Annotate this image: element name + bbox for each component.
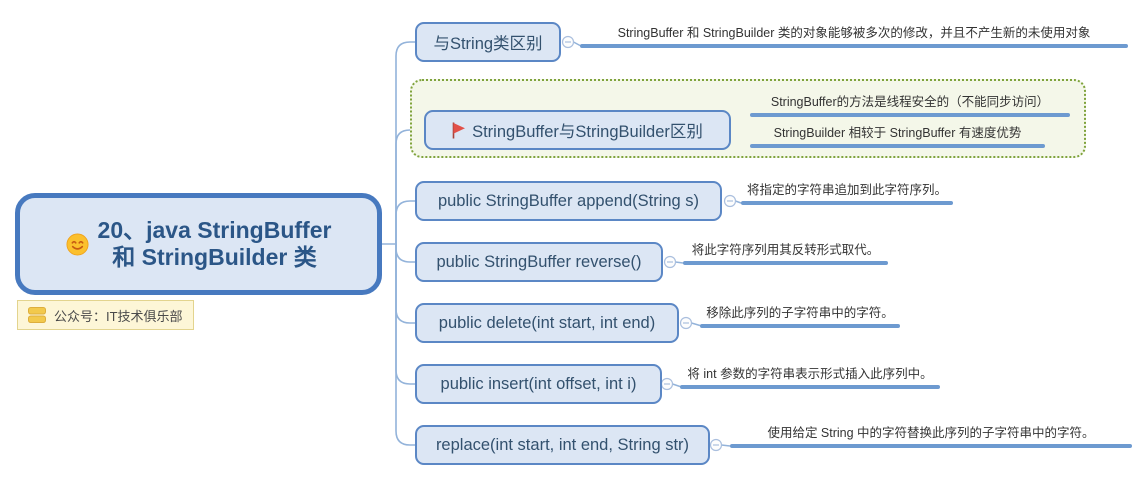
leaf-text: StringBuffer 和 StringBuilder 类的对象能够被多次的修… <box>617 26 1091 40</box>
leaf-node-reverse-desc[interactable]: 将此字符序列用其反转形式取代。 <box>683 241 888 265</box>
leaf-underline <box>741 201 953 205</box>
branch-node-reverse[interactable]: public StringBuffer reverse() <box>415 242 663 282</box>
leaf-text: 将 int 参数的字符串表示形式插入此序列中。 <box>687 367 933 381</box>
leaf-text: 将指定的字符串追加到此字符序列。 <box>746 183 947 197</box>
branch-label: replace(int start, int end, String str) <box>435 435 690 454</box>
branch-node-insert[interactable]: public insert(int offset, int i) <box>415 364 662 404</box>
leaf-node-speed[interactable]: StringBuilder 相较于 StringBuffer 有速度优势 <box>750 124 1045 148</box>
branch-label: 与String类区别 <box>433 35 543 53</box>
note-label-text: 公众号：IT技术俱乐部 <box>54 308 183 324</box>
tree-connectors <box>381 41 425 446</box>
leaf-node-insert-desc[interactable]: 将 int 参数的字符串表示形式插入此序列中。 <box>680 365 940 389</box>
main-topic-title-line1: 20、java StringBuffer <box>97 217 332 243</box>
collapse-button[interactable] <box>561 35 575 49</box>
leaf-text: 移除此序列的子字符串中的字符。 <box>706 306 894 320</box>
leaf-underline <box>683 261 888 265</box>
main-topic-title: 20、java StringBuffer 和 StringBuilder 类 <box>98 217 332 271</box>
collapse-button[interactable] <box>679 316 693 330</box>
note-label[interactable]: 公众号：IT技术俱乐部 <box>17 300 194 330</box>
collapse-button[interactable] <box>663 255 677 269</box>
leaf-underline <box>580 44 1128 48</box>
leaf-text: 使用给定 String 中的字符替换此序列的子字符串中的字符。 <box>767 426 1095 440</box>
leaf-text: StringBuffer的方法是线程安全的（不能同步访问） <box>770 95 1050 109</box>
collapse-button[interactable] <box>660 377 674 391</box>
leaf-underline <box>750 113 1070 117</box>
smiley-icon <box>66 232 89 256</box>
branch-label: public insert(int offset, int i) <box>440 374 637 393</box>
leaf-node-replace-desc[interactable]: 使用给定 String 中的字符替换此序列的子字符串中的字符。 <box>730 424 1132 448</box>
leaf-underline <box>750 144 1045 148</box>
branch-node-delete[interactable]: public delete(int start, int end) <box>415 303 679 343</box>
leaf-text: StringBuilder 相较于 StringBuffer 有速度优势 <box>773 126 1022 140</box>
leaf-node-delete-desc[interactable]: 移除此序列的子字符串中的字符。 <box>700 304 900 328</box>
collapse-button[interactable] <box>709 438 723 452</box>
branch-node-replace[interactable]: replace(int start, int end, String str) <box>415 425 710 465</box>
leaf-node-threadsafe[interactable]: StringBuffer的方法是线程安全的（不能同步访问） <box>750 93 1070 117</box>
collapse-button[interactable] <box>723 194 737 208</box>
branch-label: StringBuffer与StringBuilder区别 <box>472 123 703 141</box>
branch-label: public StringBuffer reverse() <box>436 252 642 271</box>
leaf-text: 将此字符序列用其反转形式取代。 <box>691 243 880 257</box>
branch-node-string-diff[interactable]: 与String类区别 <box>415 22 561 62</box>
note-icon <box>28 307 46 323</box>
branch-label: public delete(int start, int end) <box>438 313 656 332</box>
main-topic-node[interactable]: 20、java StringBuffer 和 StringBuilder 类 <box>15 193 382 295</box>
leaf-underline <box>700 324 900 328</box>
leaf-node-append-desc[interactable]: 将指定的字符串追加到此字符序列。 <box>741 181 953 205</box>
branch-node-buffer-vs-builder[interactable]: StringBuffer与StringBuilder区别 <box>424 110 731 150</box>
branch-label: public StringBuffer append(String s) <box>437 191 700 210</box>
red-flag-icon <box>452 122 466 139</box>
leaf-underline <box>730 444 1132 448</box>
leaf-underline <box>680 385 940 389</box>
leaf-node-string-diff-desc[interactable]: StringBuffer 和 StringBuilder 类的对象能够被多次的修… <box>580 24 1128 48</box>
branch-node-append[interactable]: public StringBuffer append(String s) <box>415 181 722 221</box>
main-topic-title-line2: 和 StringBuilder 类 <box>112 244 317 270</box>
